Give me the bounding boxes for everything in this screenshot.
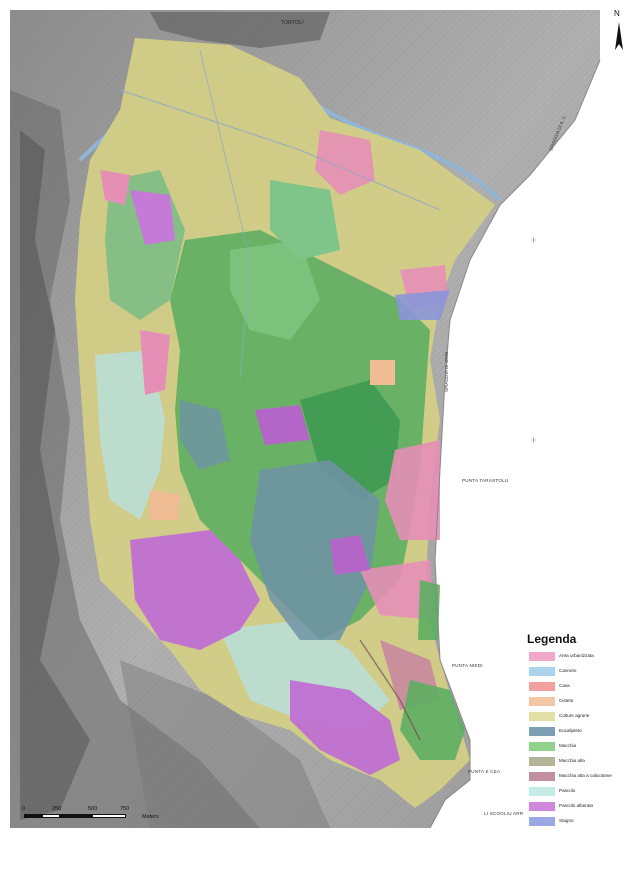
scale-tick-label: 750 <box>120 806 130 812</box>
legend-swatch <box>529 817 555 826</box>
scale-unit-label: Meters <box>142 814 159 820</box>
scale-tick-label: 500 <box>88 806 98 812</box>
legend-label: Stagno <box>559 818 574 823</box>
legend-item: Cava <box>529 682 629 692</box>
legend-item: Pascolo alberato <box>529 802 629 812</box>
legend-item: Macchia alta a calicotome <box>529 772 629 782</box>
place-label-spiaggia-mid: SPIAGGIA DI ORRI <box>444 351 449 392</box>
scale-segment <box>60 814 92 818</box>
legend-swatch <box>529 802 555 811</box>
north-arrow-icon <box>615 22 623 50</box>
legend-label: Pascolo alberato <box>559 803 594 808</box>
legend-swatch <box>529 727 555 736</box>
legend-item: Colture agrarie <box>529 712 629 722</box>
legend-item: Eucalipteto <box>529 727 629 737</box>
scale-bar: 0 250 500 750 Meters <box>22 806 162 828</box>
legend-swatch <box>529 697 555 706</box>
legend-item: Macchia alta <box>529 757 629 767</box>
legend-swatch <box>529 787 555 796</box>
legend-swatch <box>529 742 555 751</box>
legend-label: Macchia alta <box>559 758 585 763</box>
legend-swatch <box>529 712 555 721</box>
legend: Legenda Area urbanizzata Canneto Cava Ci… <box>523 630 628 840</box>
place-label-punta-niedi: PUNTA NIEDI <box>452 663 483 668</box>
place-label-tortoli: TORTOLÌ <box>281 20 304 26</box>
place-label-punta-tarastolu: PUNTA TARASTOLU <box>462 478 509 483</box>
legend-swatch <box>529 772 555 781</box>
legend-item: Stagno <box>529 817 629 827</box>
legend-item: Canneto <box>529 667 629 677</box>
north-arrow: N <box>612 9 626 58</box>
legend-swatch <box>529 652 555 661</box>
legend-item: Pascolo <box>529 787 629 797</box>
legend-swatch <box>529 757 555 766</box>
legend-item: Area urbanizzata <box>529 652 629 662</box>
legend-label: Area urbanizzata <box>559 653 594 658</box>
legend-label: Macchia alta a calicotome <box>559 773 612 778</box>
legend-label: Colture agrarie <box>559 713 590 718</box>
scale-segment <box>92 814 126 818</box>
place-label-punta-cea: PUNTA E CEA <box>468 769 501 774</box>
scale-tick-label: 250 <box>52 806 62 812</box>
legend-label: Cisteto <box>559 698 574 703</box>
legend-item: Cisteto <box>529 697 629 707</box>
legend-label: Canneto <box>559 668 577 673</box>
north-label: N <box>614 9 620 18</box>
legend-swatch <box>529 667 555 676</box>
legend-item: Macchia <box>529 742 629 752</box>
place-label-scogli: LI SCOGLIU ARRU <box>484 811 527 816</box>
legend-label: Pascolo <box>559 788 576 793</box>
scale-tick-label: 0 <box>22 806 26 812</box>
legend-label: Eucalipteto <box>559 728 582 733</box>
legend-title: Legenda <box>527 632 577 646</box>
legend-swatch <box>529 682 555 691</box>
legend-label: Macchia <box>559 743 577 748</box>
scale-segment <box>42 814 60 818</box>
legend-label: Cava <box>559 683 570 688</box>
scale-segment <box>24 814 42 818</box>
